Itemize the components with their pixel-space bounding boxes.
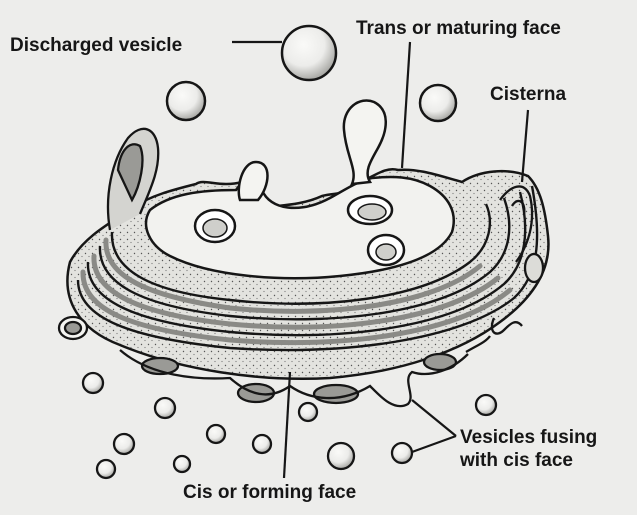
label-discharged-vesicle: Discharged vesicle: [10, 35, 182, 57]
discharged-vesicle-main: [282, 26, 336, 80]
leader-vesicles-1: [412, 400, 456, 436]
label-vesicles-fusing-line1: Vesicles fusing: [460, 426, 597, 449]
leader-trans: [402, 42, 410, 168]
label-cis-face: Cis or forming face: [183, 482, 356, 504]
discharged-vesicles: [167, 26, 456, 121]
label-vesicles-fusing-line2: with cis face: [460, 449, 597, 472]
trans-cisterna-lumen: [146, 177, 454, 278]
label-trans-face: Trans or maturing face: [356, 18, 561, 40]
leader-cisterna: [522, 110, 528, 182]
label-vesicles-fusing: Vesicles fusing with cis face: [460, 426, 597, 472]
leader-vesicles-2: [412, 436, 456, 452]
label-cisterna: Cisterna: [490, 84, 566, 106]
